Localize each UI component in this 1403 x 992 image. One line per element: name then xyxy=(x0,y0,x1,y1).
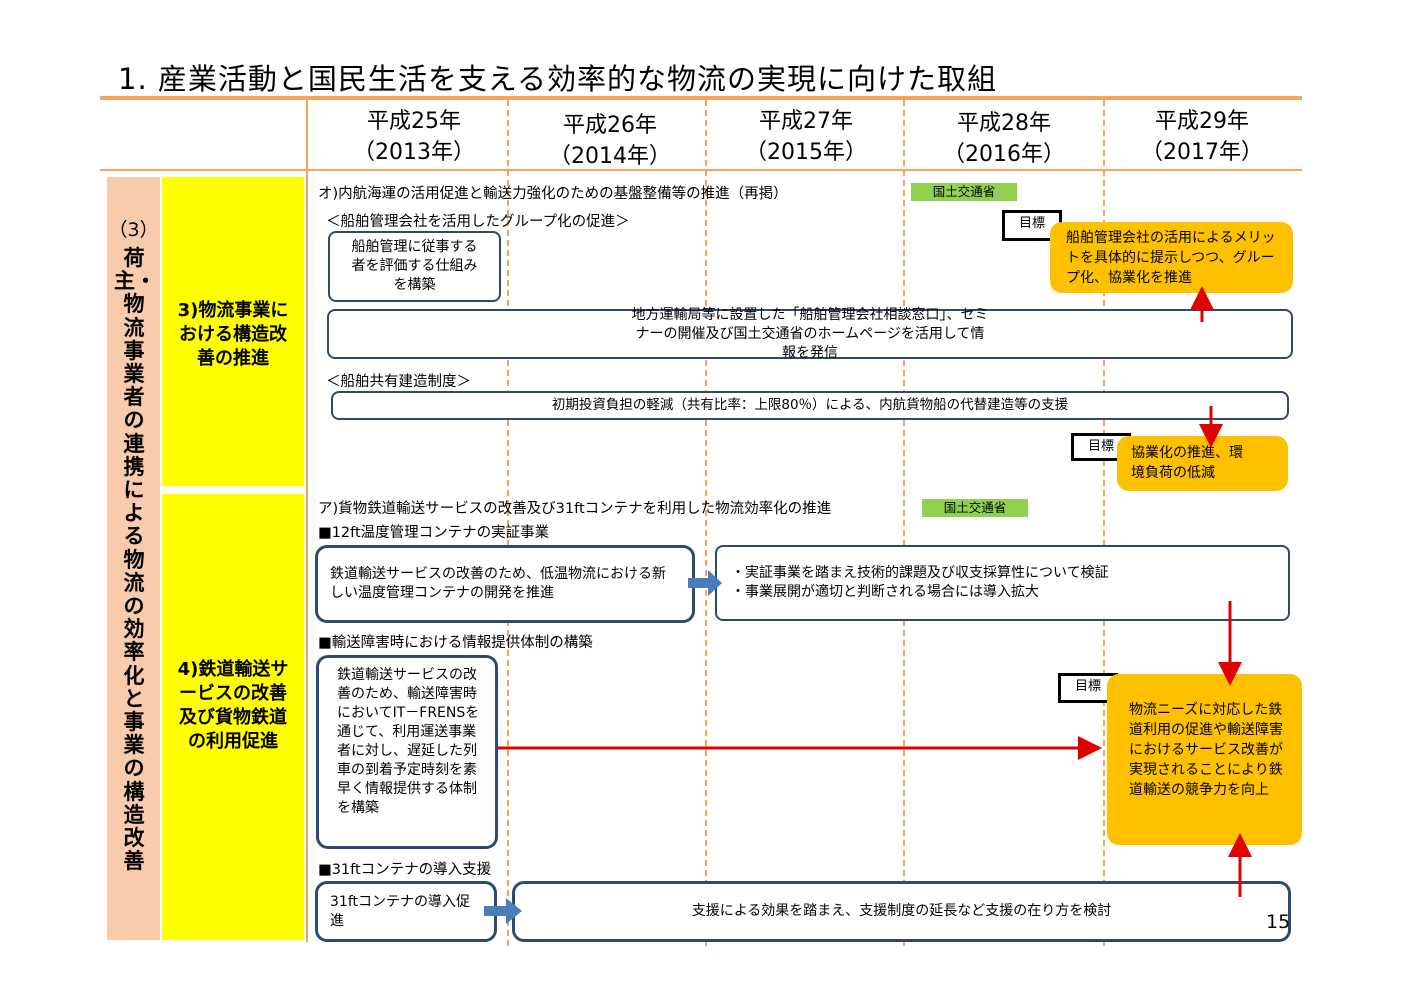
blue-arrow-verification xyxy=(688,570,722,596)
info-system-box: 鉄道輸送サービスの改善のため、輸送障害時においてIT－FRENSを通じて、利用運… xyxy=(316,655,498,849)
target-box-2: 協業化の推進、環境負荷の低減 xyxy=(1117,436,1288,491)
section-a-heading: ア)貨物鉄道輸送サービスの改善及び31ftコンテナを利用した物流効率化の推進 xyxy=(318,501,832,517)
co-construction-bar: 初期投資負担の軽減（共有比率：上限80％）による、内航貨物船の代替建造等の支援 xyxy=(331,391,1289,420)
dash-2016 xyxy=(903,100,905,946)
support-review-bar: 支援による効果を踏まえ、支援制度の延長など支援の在り方を検討 xyxy=(512,881,1291,942)
info-dissemination-bar: 地方運輸局等に設置した「船舶管理会社相談窓口」、セミナーの開催及び国土交通省のホ… xyxy=(327,307,1293,361)
category-number: （3） xyxy=(108,219,159,241)
header-left-divider xyxy=(306,100,308,170)
evaluation-system-box: 船舶管理に従事する者を評価する仕組みを構築 xyxy=(328,231,501,302)
blue-arrow-support xyxy=(484,898,522,924)
dash-2015 xyxy=(705,100,707,946)
category-text: 荷主・物流事業者の連携による物流の効率化と事業の構造改善 xyxy=(114,246,156,874)
temp-container-box: 鉄道輸送サービスの改善のため、低温物流における新しい温度管理コンテナの開発を推進 xyxy=(315,545,695,623)
section-o-heading: オ)内航海運の活用促進と輸送力強化のための基盤整備等の推進（再掲） xyxy=(318,186,788,202)
header-divider xyxy=(100,169,1302,171)
target-box-3: 物流ニーズに対応した鉄道利用の促進や輸送障害におけるサービス改善が実現されること… xyxy=(1107,674,1302,845)
dash-2014 xyxy=(507,100,509,946)
body-left-divider xyxy=(306,170,308,942)
ministry-badge-a: 国土交通省 xyxy=(922,499,1028,517)
page-title: 1. 産業活動と国民生活を支える効率的な物流の実現に向けた取組 xyxy=(118,62,998,96)
page-number: 15 xyxy=(1266,911,1291,933)
container-support-box: 31ftコンテナの導入促進 xyxy=(315,881,497,942)
verification-box: ・実証事業を踏まえ技術的課題及び収支採算性について検証 ・事業展開が適切と判断さ… xyxy=(715,545,1290,621)
title-underline xyxy=(100,96,1302,100)
section-o-sub1: ＜船舶管理会社を活用したグループ化の促進＞ xyxy=(326,214,630,230)
section-a-sub2: ■輸送障害時における情報提供体制の構築 xyxy=(318,635,593,651)
section-a-sub3: ■31ftコンテナの導入支援 xyxy=(318,862,492,878)
section-o-sub2: ＜船舶共有建造制度＞ xyxy=(326,374,471,390)
year-2016: 平成28年（2016年） xyxy=(943,111,1065,167)
year-2015: 平成27年（2015年） xyxy=(745,109,867,165)
ministry-badge-o: 国土交通省 xyxy=(911,183,1017,201)
year-2017: 平成29年（2017年） xyxy=(1141,109,1263,165)
dash-2017 xyxy=(1103,100,1105,946)
category-column: （3） 荷主・物流事業者の連携による物流の効率化と事業の構造改善 xyxy=(107,177,160,940)
subcategory-3: 3)物流事業における構造改善の推進 xyxy=(162,177,304,486)
target-box-1: 船舶管理会社の活用によるメリットを具体的に提示しつつ、グループ化、協業化を推進 xyxy=(1050,222,1293,293)
year-2014: 平成26年（2014年） xyxy=(549,113,671,169)
subcategory-4: 4)鉄道輸送サービスの改善及び貨物鉄道の利用促進 xyxy=(162,494,304,940)
section-a-sub1: ■12ft温度管理コンテナの実証事業 xyxy=(318,525,550,541)
year-2013: 平成25年（2013年） xyxy=(353,109,475,165)
